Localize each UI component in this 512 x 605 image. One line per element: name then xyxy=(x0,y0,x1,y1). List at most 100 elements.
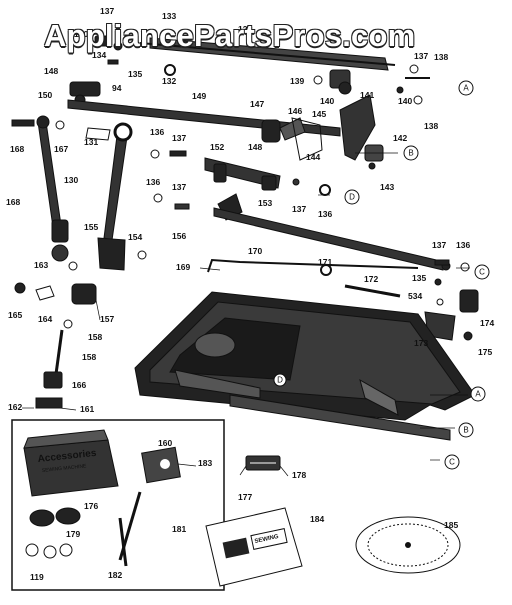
part-label: 171 xyxy=(318,257,332,267)
connecting-rod-168 xyxy=(11,115,69,243)
part-label: 138 xyxy=(424,121,438,131)
part-label: 185 xyxy=(444,520,458,530)
svg-text:D: D xyxy=(349,193,355,202)
part-label: 135 xyxy=(412,273,426,283)
clip-part xyxy=(245,455,281,471)
svg-text:A: A xyxy=(463,84,469,93)
part-label: 162 xyxy=(8,402,22,412)
part-label: 154 xyxy=(128,232,142,242)
watermark: AppliancePartsPros.com xyxy=(44,18,416,53)
part-label: 147 xyxy=(250,99,264,109)
instruction-manual: SEWING xyxy=(205,507,303,587)
part-label: 132 xyxy=(162,76,176,86)
part-label: 133 xyxy=(162,11,176,21)
part-label: 156 xyxy=(172,231,186,241)
part-label: 179 xyxy=(66,529,80,539)
part-label: 137 xyxy=(432,240,446,250)
part-label: 136 xyxy=(456,240,470,250)
part-label: 139 xyxy=(290,76,304,86)
part-label: 165 xyxy=(8,310,22,320)
part-label: 148 xyxy=(44,66,58,76)
part-label: 137 xyxy=(172,133,186,143)
part-label: 150 xyxy=(38,90,52,100)
part-number-labels: 137 133 130 128 148 134 132 135 94 150 1… xyxy=(6,6,494,582)
machine-base xyxy=(134,291,476,441)
part-label: 166 xyxy=(72,380,86,390)
part-label: 157 xyxy=(100,314,114,324)
part-label: 181 xyxy=(172,524,186,534)
part-label: 155 xyxy=(84,222,98,232)
part-label: 172 xyxy=(364,274,378,284)
callout-C-top: C xyxy=(474,264,490,280)
callout-C-base: C xyxy=(444,454,460,470)
part-label: 143 xyxy=(380,182,394,192)
part-label: 130 xyxy=(74,29,88,39)
part-label: 131 xyxy=(84,137,98,147)
svg-text:D: D xyxy=(277,376,283,385)
part-label: 94 xyxy=(112,83,122,93)
callout-B-top: B xyxy=(403,145,419,161)
svg-text:C: C xyxy=(449,458,455,467)
part-label: 158 xyxy=(88,332,102,342)
part-label: 158 xyxy=(82,352,96,362)
part-label: 178 xyxy=(292,470,306,480)
part-label: 174 xyxy=(480,318,494,328)
part-label: 146 xyxy=(288,106,302,116)
lower-left-parts xyxy=(14,261,97,409)
accessories-inset: Accessories SEWING MACHINE xyxy=(11,419,225,591)
connecting-rod-130 xyxy=(97,122,133,271)
lower-shaft-149 xyxy=(67,94,376,161)
part-label: 168 xyxy=(6,197,20,207)
part-label: 164 xyxy=(38,314,52,324)
part-label: 140 xyxy=(320,96,334,106)
part-label: 173 xyxy=(414,338,428,348)
rod-hardware xyxy=(51,120,187,262)
part-label: 137 xyxy=(292,204,306,214)
svg-text:B: B xyxy=(463,426,468,435)
part-label: 128 xyxy=(238,24,252,34)
part-label: 169 xyxy=(176,262,190,272)
part-label: 119 xyxy=(30,572,44,582)
part-label: 137 xyxy=(414,51,428,61)
part-label: 134 xyxy=(92,50,106,60)
svg-text:B: B xyxy=(408,149,413,158)
right-parts xyxy=(424,259,479,341)
part-label: 175 xyxy=(478,347,492,357)
svg-text:C: C xyxy=(479,268,485,277)
part-label: 153 xyxy=(258,198,272,208)
callout-D-base: D xyxy=(273,373,287,387)
callout-B-base: B xyxy=(458,422,474,438)
part-label: 137 xyxy=(172,182,186,192)
small-parts-top xyxy=(69,35,430,106)
part-label: 142 xyxy=(393,133,407,143)
part-label: 145 xyxy=(312,109,326,119)
part-label: 182 xyxy=(108,570,122,580)
part-label: 183 xyxy=(198,458,212,468)
part-label: 167 xyxy=(54,144,68,154)
part-label: 136 xyxy=(318,209,332,219)
part-label: 161 xyxy=(80,404,94,414)
manual-text: SEWING xyxy=(254,534,279,545)
part-label: 168 xyxy=(10,144,24,154)
callout-A-base: A xyxy=(470,386,486,402)
part-label: 184 xyxy=(310,514,324,524)
part-label: 152 xyxy=(210,142,224,152)
part-label: 136 xyxy=(150,127,164,137)
part-label: 149 xyxy=(192,91,206,101)
part-label: 137 xyxy=(100,6,114,16)
svg-text:A: A xyxy=(475,390,481,399)
part-label: 130 xyxy=(64,175,78,185)
part-label: 177 xyxy=(238,492,252,502)
callout-A-top: A xyxy=(458,80,474,96)
rod-170 xyxy=(207,258,419,298)
part-label: 170 xyxy=(248,246,262,256)
part-label: 136 xyxy=(146,177,160,187)
part-label: 135 xyxy=(128,69,142,79)
part-label: 140 xyxy=(398,96,412,106)
leader-lines xyxy=(22,152,470,477)
top-arm-shaft xyxy=(139,37,396,95)
feed-shaft-152 xyxy=(153,157,331,221)
part-label: 160 xyxy=(158,438,172,448)
